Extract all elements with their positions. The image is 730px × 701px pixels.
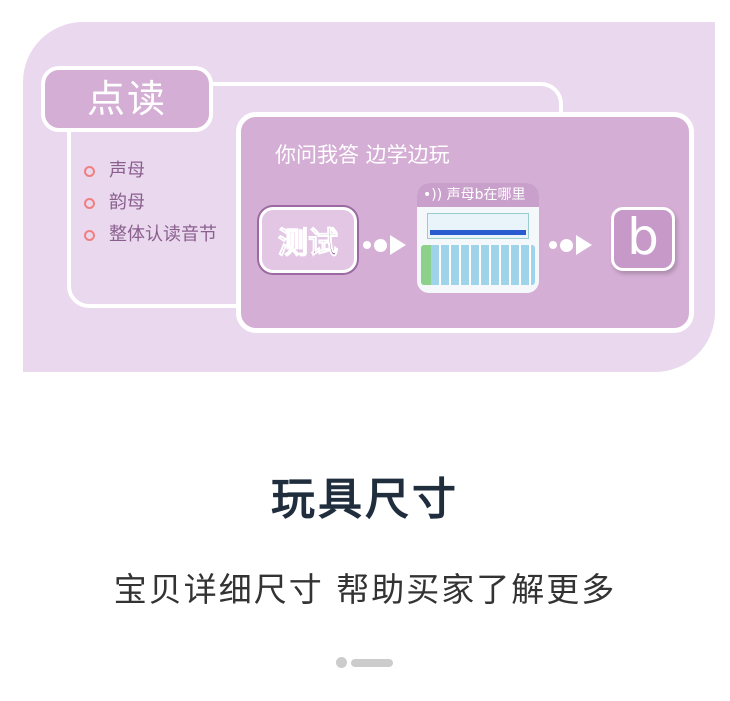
answer-badge: b [611,207,675,271]
list-item: 韵母 [84,187,217,219]
item-label: 韵母 [109,192,145,213]
item-label: 声母 [109,160,145,181]
device-prompt: •)) 声母b在哪里 [417,183,539,207]
feature-list: 声母 韵母 整体认读音节 [84,155,217,251]
sound-icon: •)) [423,187,443,203]
device-image: •)) 声母b在哪里 [417,183,539,293]
carousel-pager [336,657,393,668]
page-title: 玩具尺寸 [271,474,459,525]
feature-tag: 点读 [41,66,213,132]
device-keyboard [421,245,535,285]
card-title: 你问我答 边学边玩 [275,143,450,167]
arrow-icon [549,235,592,255]
list-item: 整体认读音节 [84,219,217,251]
bullet-icon [84,197,95,209]
device-screen [427,213,529,239]
page-subtitle: 宝贝详细尺寸 帮助买家了解更多 [113,570,617,609]
pager-dot-active[interactable] [351,658,393,667]
list-item: 声母 [84,155,217,187]
bullet-icon [84,229,95,241]
arrow-icon [363,235,406,255]
bullet-icon [84,165,95,177]
item-label: 整体认读音节 [109,224,217,245]
demo-card: 你问我答 边学边玩 测试 •)) 声母b在哪里 b [236,112,694,333]
prompt-text: 声母b在哪里 [446,187,526,203]
test-badge: 测试 [259,207,357,273]
pager-dot[interactable] [336,657,347,668]
